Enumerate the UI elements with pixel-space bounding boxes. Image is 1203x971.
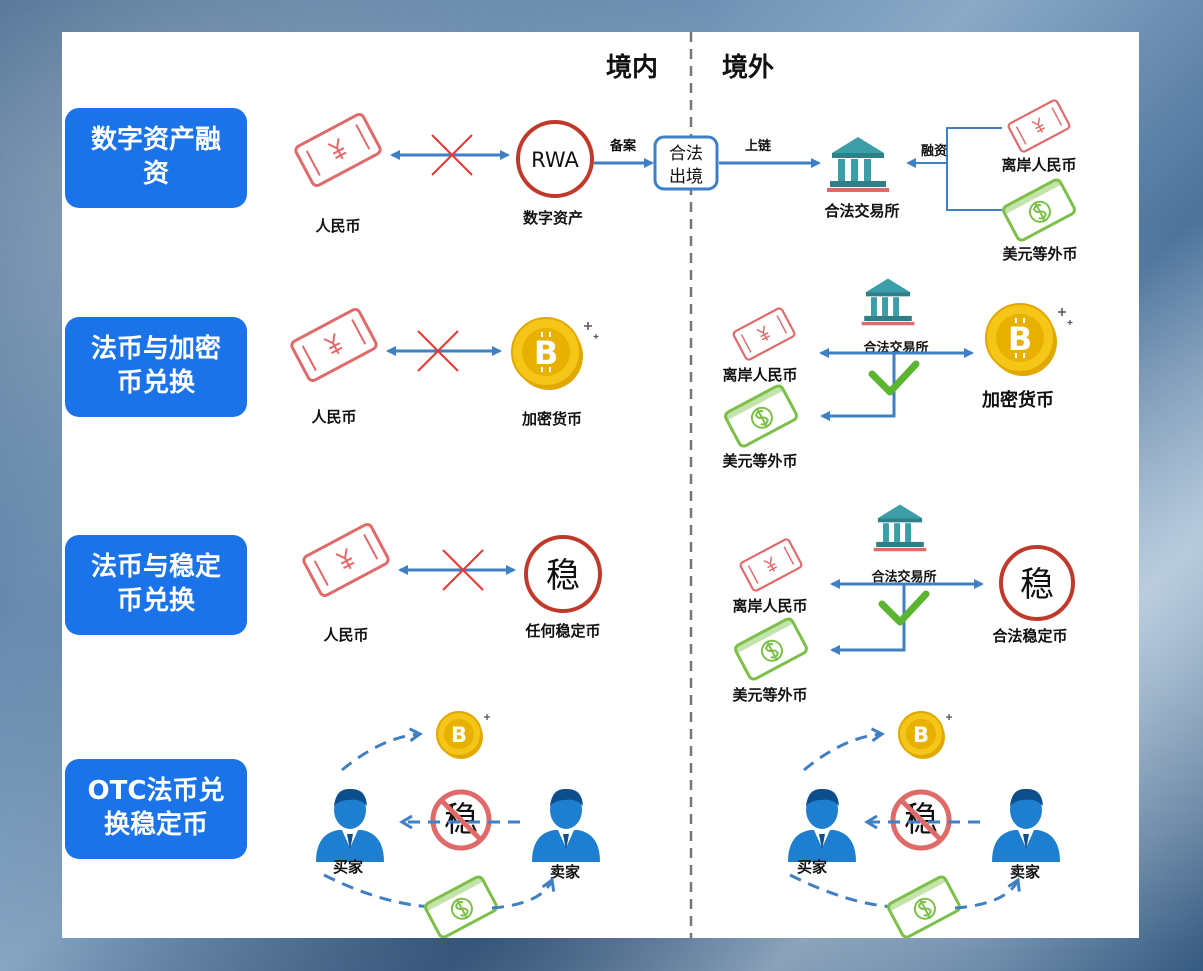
bitcoin-icon bbox=[436, 711, 491, 760]
bitcoin-icon bbox=[985, 303, 1074, 377]
usd-fx-label: 美元等外币 bbox=[1002, 245, 1077, 263]
buyer-icon bbox=[788, 788, 856, 862]
category-fiat-stablecoin-exchange: 法币与稳定 币兑换 bbox=[65, 535, 247, 635]
legal-exit-box bbox=[653, 135, 719, 191]
legal-exit-line2: 出境 bbox=[669, 167, 703, 187]
bitcoin-icon bbox=[511, 317, 600, 391]
any-stablecoin-label: 任何稳定币 bbox=[524, 622, 600, 640]
stablecoin-icon bbox=[524, 535, 602, 613]
usd-note-icon bbox=[885, 873, 963, 938]
category-label: 法币与加密 bbox=[91, 333, 221, 364]
usd-fx-label: 美元等外币 bbox=[722, 452, 797, 470]
category-digital-asset-financing: 数字资产融 资 bbox=[65, 108, 247, 208]
bank-icon bbox=[827, 137, 889, 192]
dashed-arrow bbox=[803, 727, 885, 772]
financing-bracket bbox=[946, 127, 1002, 211]
bitcoin-icon bbox=[898, 711, 953, 760]
rmb-note-icon bbox=[292, 111, 384, 189]
rmb-note-icon bbox=[1006, 98, 1072, 154]
rmb-note-icon bbox=[731, 306, 797, 362]
category-label: 币兑换 bbox=[117, 586, 196, 616]
dashed-arrow bbox=[323, 873, 433, 909]
overseas-title: 境外 bbox=[722, 52, 774, 83]
financing-label: 融资 bbox=[921, 143, 947, 159]
dashed-arrow bbox=[341, 727, 423, 772]
usd-note-icon bbox=[722, 382, 800, 450]
rwa-circle-icon bbox=[516, 120, 594, 198]
domestic-title: 境内 bbox=[606, 52, 658, 83]
buyer-icon bbox=[316, 788, 384, 862]
buyer-label: 买家 bbox=[333, 858, 363, 876]
exchange-label: 合法交易所 bbox=[823, 202, 899, 220]
stable-glyph: 稳 bbox=[546, 556, 580, 596]
category-label: 资 bbox=[143, 159, 169, 189]
legal-exit-line1: 合法 bbox=[669, 144, 703, 164]
onchain-label: 上链 bbox=[745, 138, 772, 154]
category-label: 币兑换 bbox=[117, 368, 196, 398]
stablecoin-banned-icon: 稳 bbox=[433, 792, 489, 848]
dashed-arrow bbox=[789, 873, 895, 909]
stablecoin-banned-icon: 稳 bbox=[893, 792, 949, 848]
dashed-arrow bbox=[954, 877, 1021, 910]
rmb-note-icon bbox=[300, 521, 392, 599]
seller-icon bbox=[992, 788, 1060, 862]
exchange-out-arrow bbox=[830, 585, 906, 655]
rmb-label: 人民币 bbox=[311, 408, 356, 426]
filing-label: 备案 bbox=[609, 138, 637, 154]
usd-note-icon bbox=[1000, 176, 1078, 244]
rmb-note-icon bbox=[738, 537, 804, 593]
crypto-right-label: 加密货币 bbox=[981, 389, 1054, 411]
dashed-arrow bbox=[491, 877, 556, 910]
usd-fx-label: 美元等外币 bbox=[732, 686, 807, 704]
rmb-note-icon bbox=[288, 306, 380, 384]
rmb-label: 人民币 bbox=[323, 626, 368, 644]
digital-asset-label: 数字资产 bbox=[523, 209, 583, 227]
rmb-label: 人民币 bbox=[315, 217, 360, 235]
seller-icon bbox=[532, 788, 600, 862]
offshore-rmb-label: 离岸人民币 bbox=[1001, 156, 1076, 174]
category-label: 法币与稳定 bbox=[91, 551, 221, 582]
stablecoin-icon bbox=[999, 545, 1075, 621]
category-label: 数字资产融 bbox=[91, 124, 221, 155]
legal-stablecoin-label: 合法稳定币 bbox=[991, 627, 1067, 645]
category-fiat-crypto-exchange: 法币与加密 币兑换 bbox=[65, 317, 247, 417]
usd-note-icon bbox=[732, 615, 810, 683]
seller-label: 卖家 bbox=[550, 863, 580, 881]
offshore-rmb-label: 离岸人民币 bbox=[722, 366, 797, 384]
bank-icon bbox=[873, 504, 927, 552]
diagram-panel: B B bbox=[62, 32, 1139, 938]
stable-glyph: 稳 bbox=[1020, 565, 1054, 605]
category-label: 换稳定币 bbox=[104, 809, 208, 840]
rwa-label: RWA bbox=[531, 148, 579, 172]
category-label: OTC法币兑 bbox=[88, 776, 225, 806]
seller-label: 卖家 bbox=[1010, 863, 1040, 881]
flow-diagram: B B bbox=[65, 32, 1078, 938]
category-otc-fiat-stablecoin: OTC法币兑 换稳定币 bbox=[65, 759, 247, 859]
exchange-out-arrow bbox=[820, 354, 896, 421]
crypto-label: 加密货币 bbox=[521, 410, 582, 428]
offshore-rmb-label: 离岸人民币 bbox=[732, 597, 807, 615]
buyer-label: 买家 bbox=[797, 858, 827, 876]
usd-note-icon bbox=[422, 873, 500, 938]
bank-icon bbox=[861, 278, 915, 326]
